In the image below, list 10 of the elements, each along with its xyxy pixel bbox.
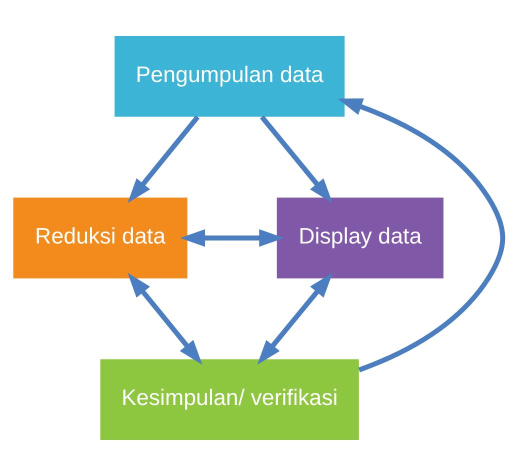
arrow bbox=[128, 272, 202, 365]
node-box: Reduksi data bbox=[13, 198, 188, 278]
node-box: Kesimpulan/ verifikasi bbox=[100, 359, 359, 440]
node-box: Display data bbox=[276, 198, 444, 278]
arrow bbox=[338, 98, 506, 372]
arrow bbox=[260, 115, 333, 204]
node-box: Pengumpulan data bbox=[114, 36, 345, 117]
arrow bbox=[180, 229, 284, 247]
arrow bbox=[128, 115, 200, 204]
arrow bbox=[257, 272, 333, 365]
